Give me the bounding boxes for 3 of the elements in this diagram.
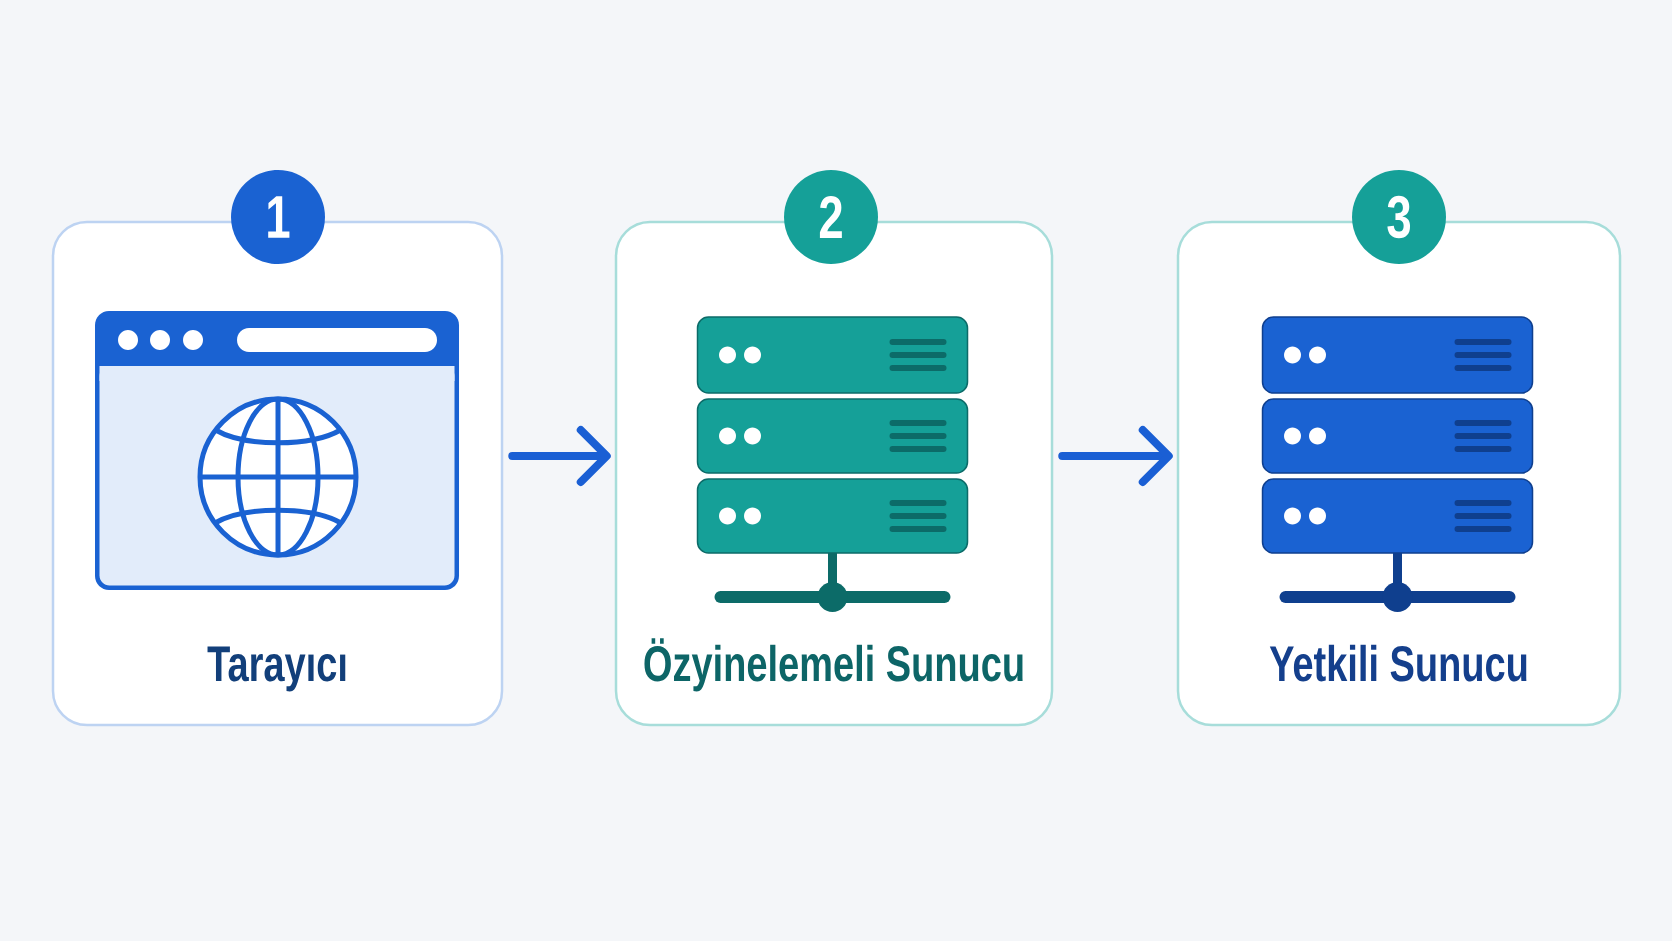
step-number-badge: 1 — [231, 170, 325, 264]
step-number-badge: 2 — [784, 170, 878, 264]
step-number-badge: 3 — [1352, 170, 1446, 264]
